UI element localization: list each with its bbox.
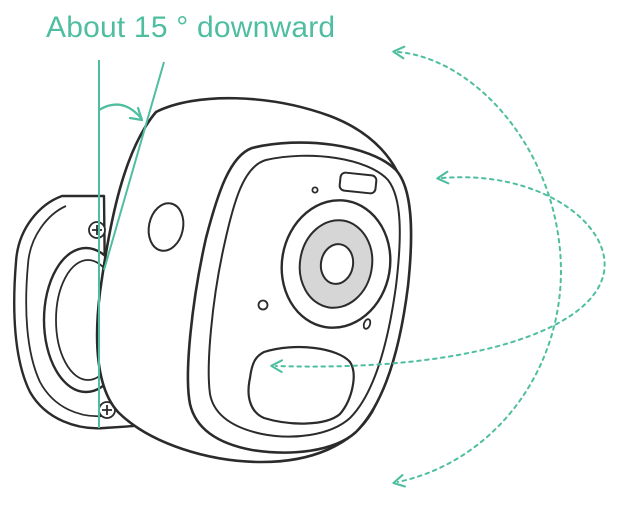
angle-caption: About 15 ° downward: [46, 11, 336, 44]
mount-plate-inner: [25, 205, 105, 418]
screw-icon: [98, 401, 116, 419]
tilt-angle-indicator: [98, 60, 165, 428]
curved-dashed-arrow-icon: [270, 45, 606, 488]
spotlight: [338, 171, 378, 195]
side-button: [147, 202, 185, 252]
tilt-reference-line: [103, 61, 165, 271]
vertical-rotation-arrow: [392, 45, 562, 488]
screw-icon: [88, 221, 106, 239]
pir-sensor: [247, 346, 355, 425]
outdoor-camera-icon: [95, 96, 413, 464]
light-sensor: [311, 186, 319, 194]
angle-arc-arrowhead: [128, 106, 144, 122]
angle-arc-icon: [98, 103, 142, 119]
horizontal-rotation-arrow: [270, 170, 606, 374]
status-led: [257, 299, 269, 311]
